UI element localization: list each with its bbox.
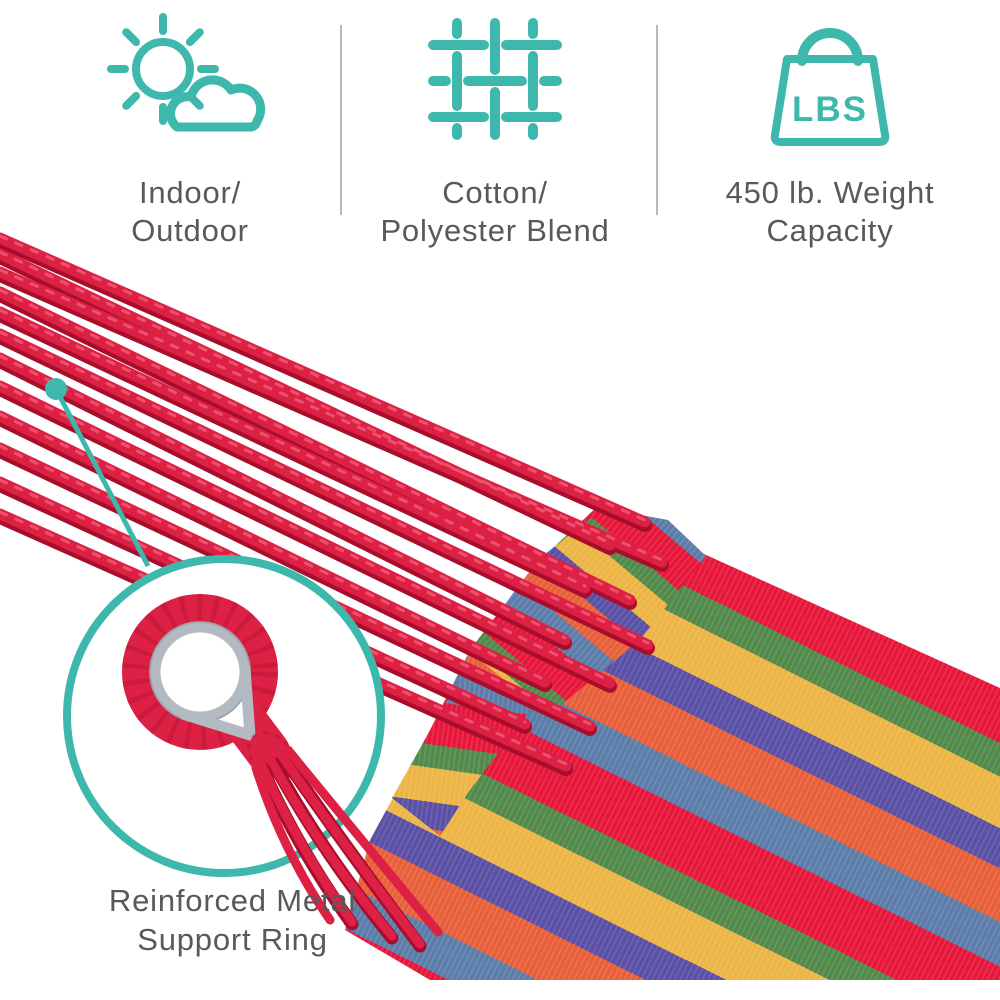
lbs-label: LBS — [792, 90, 868, 129]
callout-leader-line — [53, 387, 151, 568]
feature-label-line2: Polyester Blend — [380, 213, 610, 248]
feature-divider-left — [340, 25, 342, 215]
feature-divider-right — [656, 25, 658, 215]
weight-bag-icon: LBS — [770, 28, 890, 146]
callout-anchor-dot — [45, 378, 67, 400]
fabric-weave-icon — [428, 18, 562, 140]
feature-label-line1: Cotton/ — [442, 175, 548, 210]
feature-weight-capacity: LBS 450 lb. Weight Capacity — [670, 0, 990, 250]
sun-cloud-icon — [107, 13, 266, 132]
callout-caption-line2: Support Ring — [137, 922, 328, 957]
feature-cotton-polyester: Cotton/ Polyester Blend — [350, 0, 640, 250]
metal-thimble — [149, 621, 256, 741]
rope-tassel — [247, 731, 443, 953]
feature-label-line1: 450 lb. Weight — [725, 175, 935, 210]
callout-caption: Reinforced Metal Support Ring — [40, 881, 425, 959]
callout-caption-line1: Reinforced Metal — [108, 883, 357, 918]
feature-indoor-outdoor: Indoor/ Outdoor — [40, 0, 340, 250]
feature-label-line2: Outdoor — [131, 213, 249, 248]
feature-label-line2: Capacity — [766, 213, 894, 248]
feature-band: Indoor/ Outdoor Cotto — [0, 0, 1000, 250]
feature-label-line1: Indoor/ — [138, 175, 242, 210]
